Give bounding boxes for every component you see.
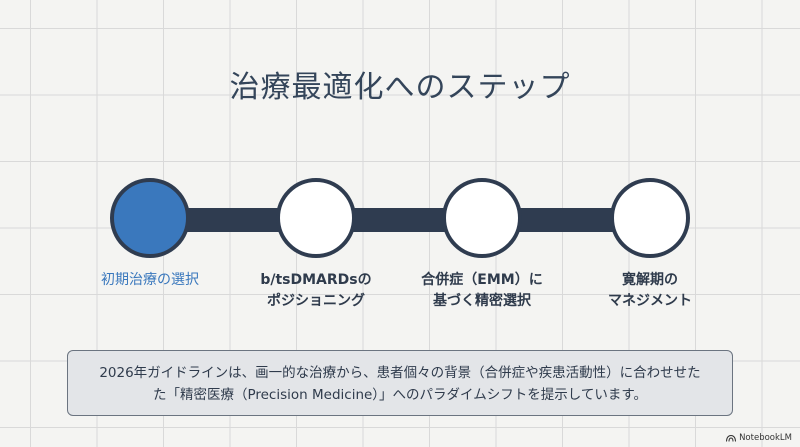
brand-watermark: NotebookLM: [726, 433, 792, 443]
step-1-label-line1: 初期治療の選択: [101, 272, 199, 288]
step-1-node: [110, 178, 190, 258]
summary-note-line1: 2026年ガイドラインは、画一的な治療から、患者個々の背景（合併症や疾患活動性）…: [99, 365, 701, 381]
step-4-node: [610, 178, 690, 258]
progress-connector-bar: [150, 208, 650, 232]
step-2-node: [276, 178, 356, 258]
step-1-label: 初期治療の選択: [70, 270, 230, 291]
step-3-label-line1: 合併症（EMM）に: [421, 272, 543, 288]
step-2-label-line2: ポジショニング: [267, 293, 365, 309]
summary-note-box: 2026年ガイドラインは、画一的な治療から、患者個々の背景（合併症や疾患活動性）…: [67, 350, 733, 416]
step-2-label: b/tsDMARDsの ポジショニング: [236, 270, 396, 312]
step-4-label-line2: マネジメント: [608, 293, 692, 309]
step-2-label-line1: b/tsDMARDsの: [260, 272, 372, 288]
step-3-label: 合併症（EMM）に 基づく精密選択: [402, 270, 562, 312]
step-3-label-line2: 基づく精密選択: [433, 293, 531, 309]
step-4-label-line1: 寛解期の: [622, 272, 678, 288]
page-title: 治療最適化へのステップ: [229, 70, 571, 105]
summary-note-line2: た「精密医療（Precision Medicine）」へのパラダイムシフトを提示…: [152, 387, 648, 403]
notebooklm-logo-icon: [726, 434, 737, 442]
step-4-label: 寛解期の マネジメント: [570, 270, 730, 312]
brand-name: NotebookLM: [739, 433, 792, 443]
step-3-node: [442, 178, 522, 258]
